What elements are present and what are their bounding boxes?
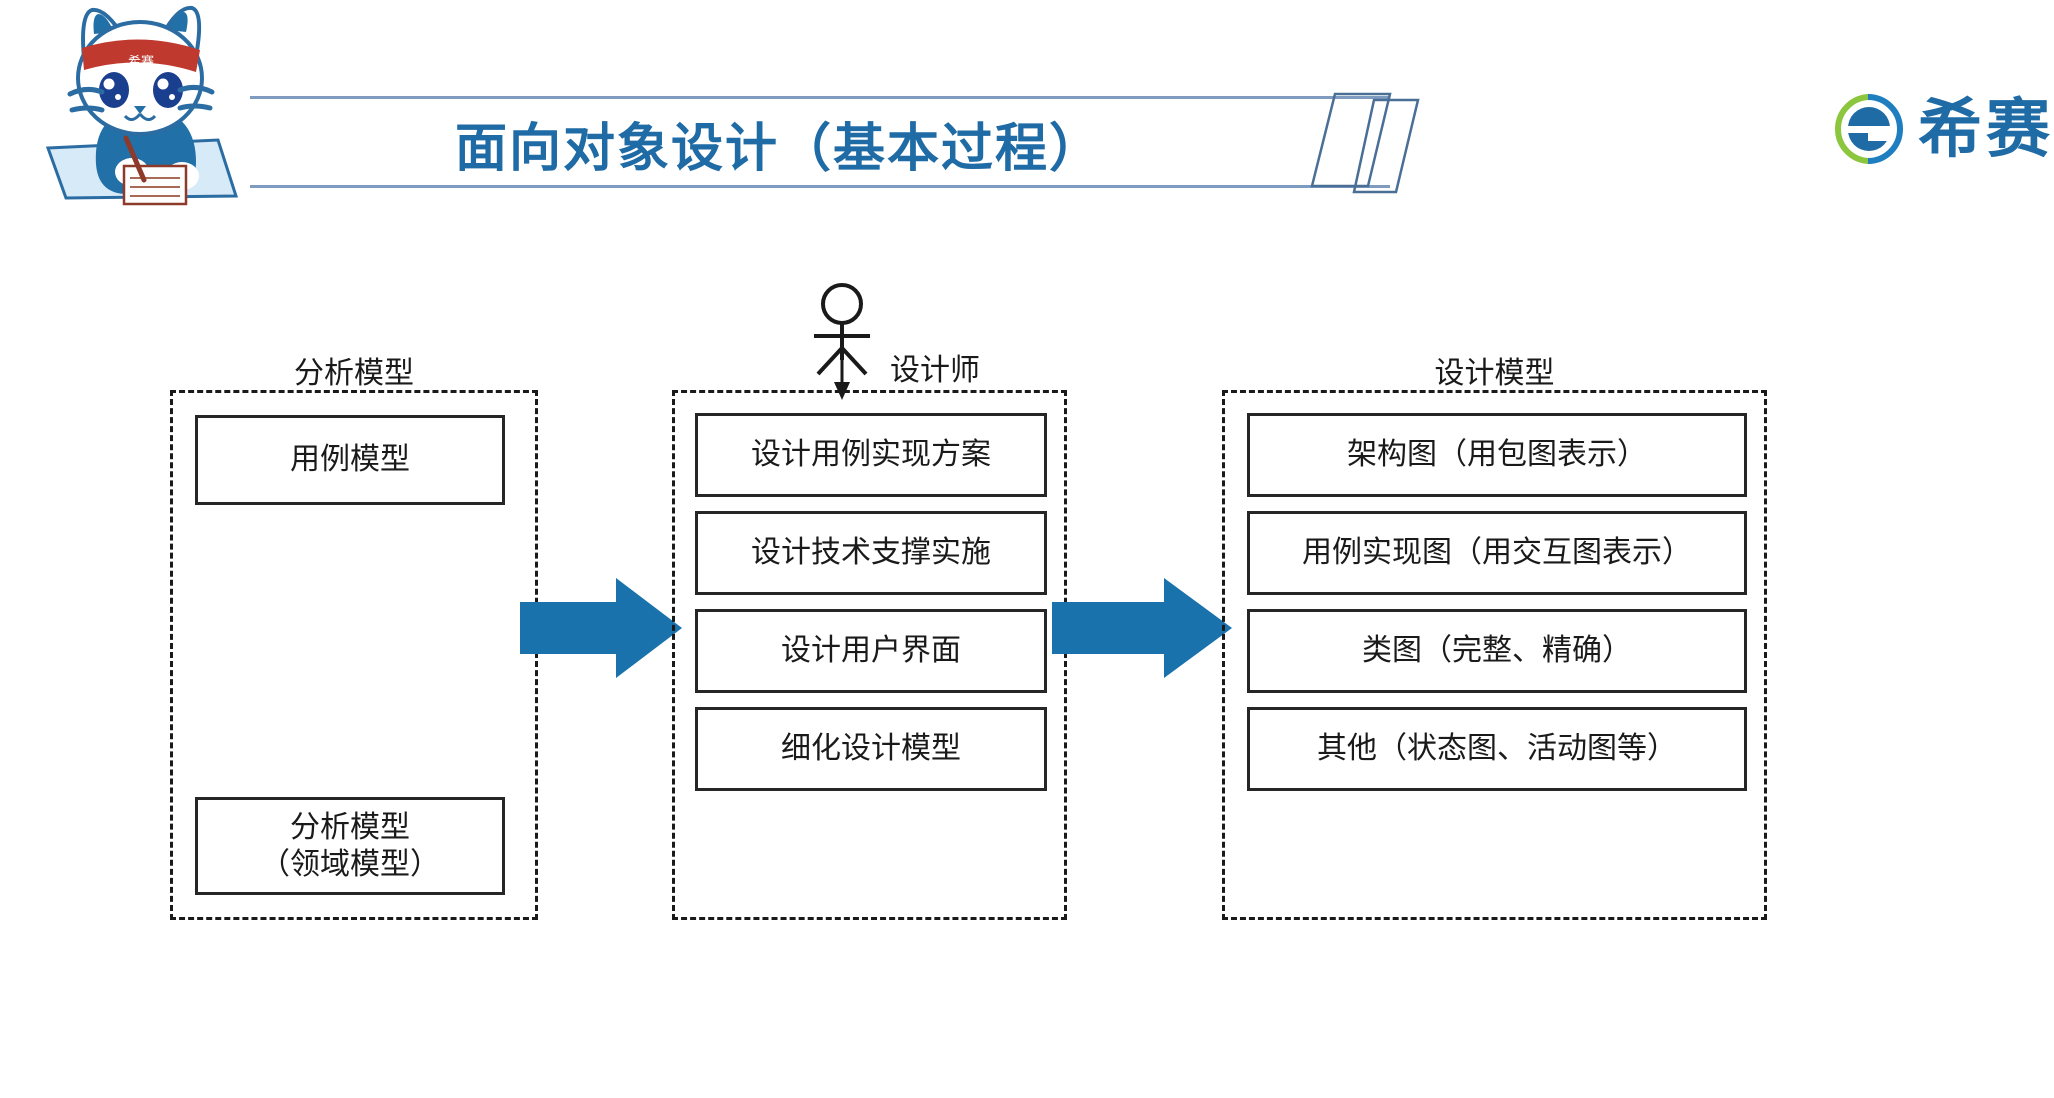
- box-class-diagram: 类图（完整、精确）: [1247, 609, 1747, 693]
- banner-line-bottom: [250, 185, 1390, 188]
- box-use-case-realization-diagram: 用例实现图（用交互图表示）: [1247, 511, 1747, 595]
- box-design-technical-support: 设计技术支撑实施: [695, 511, 1047, 595]
- box-use-case-model: 用例模型: [195, 415, 505, 505]
- box-design-use-case-realization: 设计用例实现方案: [695, 413, 1047, 497]
- column-analysis-model: 用例模型 分析模型 （领域模型）: [170, 390, 538, 920]
- title-banner-frame: [250, 92, 1420, 194]
- column-header-design-model: 设计模型: [1434, 357, 1555, 390]
- banner-line-top: [250, 96, 1390, 99]
- cat-mascot-writing-icon: 希赛: [40, 0, 300, 210]
- actor-stick-figure-icon: [800, 282, 930, 402]
- box-refine-design-model: 细化设计模型: [695, 707, 1047, 791]
- box-analysis-domain-model: 分析模型 （领域模型）: [195, 797, 505, 895]
- column-design-activities: 设计用例实现方案 设计技术支撑实施 设计用户界面 细化设计模型: [672, 390, 1067, 920]
- right-block-arrow-icon: [1052, 578, 1232, 678]
- page-title: 面向对象设计（基本过程）: [455, 119, 1104, 178]
- right-block-arrow-icon: [520, 578, 682, 678]
- brand-logo: 希赛: [1830, 86, 2054, 172]
- box-architecture-diagram: 架构图（用包图表示）: [1247, 413, 1747, 497]
- brand-name: 希赛: [1918, 93, 2054, 165]
- box-design-user-interface: 设计用户界面: [695, 609, 1047, 693]
- svg-text:希赛: 希赛: [128, 54, 154, 69]
- actor-label: 设计师: [890, 354, 980, 387]
- slide-header: 希赛 面向对象设计（基本过程）: [0, 0, 2054, 250]
- column-header-analysis-model: 分析模型: [294, 357, 414, 390]
- e-circle-logo-icon: [1830, 90, 1908, 168]
- process-diagram: 设计师 分析模型 用例模型 分析模型 （领域模型） 设计用例实现方案 设计技术支…: [0, 250, 2054, 1098]
- column-design-model: 架构图（用包图表示） 用例实现图（用交互图表示） 类图（完整、精确） 其他（状态…: [1222, 390, 1767, 920]
- box-other-diagrams: 其他（状态图、活动图等）: [1247, 707, 1747, 791]
